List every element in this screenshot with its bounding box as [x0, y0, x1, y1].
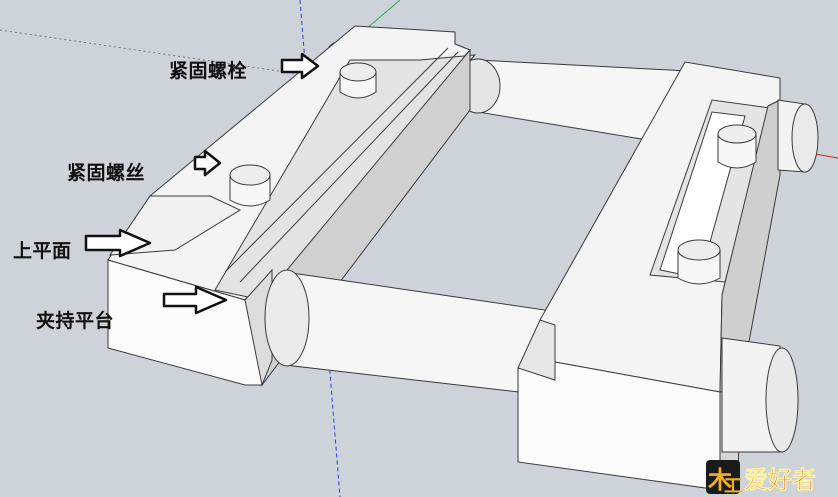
arrow-to-top-surface: [84, 228, 152, 258]
label-top-surface: 上平面: [13, 240, 72, 262]
logo-mark-a: 木: [707, 466, 733, 494]
label-fastening-bolt: 紧固螺栓: [169, 60, 248, 82]
blue-axis-line: [299, 0, 341, 497]
label-fastening-screw: 紧固螺丝: [67, 162, 146, 184]
logo-mark-b: 工: [724, 476, 742, 496]
bolt-rear: [339, 62, 377, 99]
bolt-front: [229, 164, 271, 207]
arrow-to-clamp-platform: [162, 285, 228, 315]
arrow-to-bolt: [280, 52, 320, 80]
arrow-to-screw: [193, 149, 222, 177]
logo-text: 爱好者: [744, 466, 816, 494]
rear-rod-end: [777, 99, 819, 173]
label-clamping-platform: 夹持平台: [36, 310, 115, 332]
front-guide-rod: [264, 269, 546, 396]
woodworking-forum-logo: 木 工 爱好者: [706, 460, 816, 496]
bolt-right-rear: [717, 124, 757, 169]
bolt-right-front: [677, 239, 721, 285]
front-rod-end: [721, 337, 799, 453]
